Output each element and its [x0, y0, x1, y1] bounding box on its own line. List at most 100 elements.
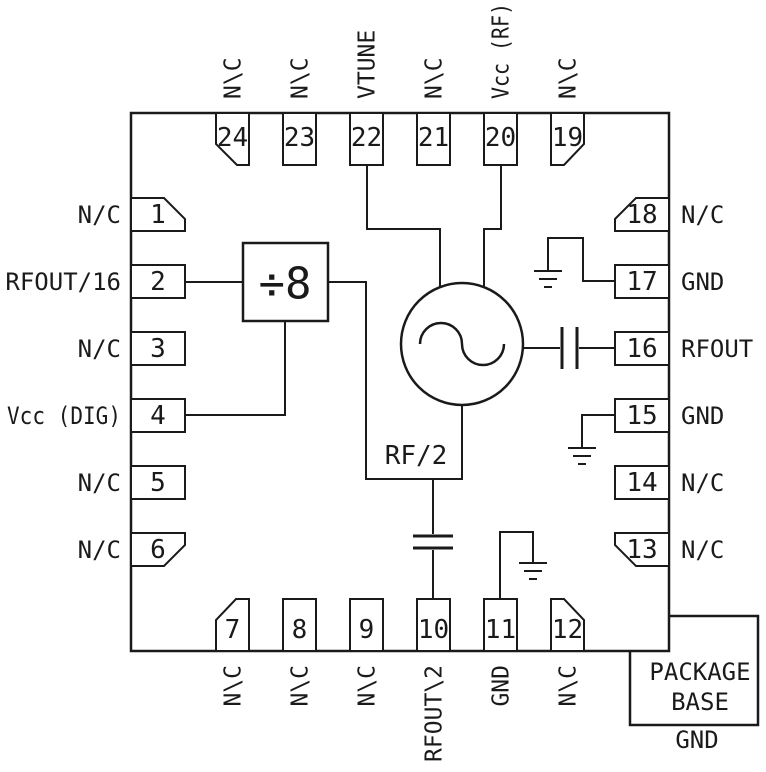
pin-5: 5 N/C	[78, 465, 186, 500]
pin-11: 11 GND	[483, 598, 518, 707]
pin-9: 9 N\C	[349, 598, 384, 707]
pin-pad	[349, 598, 384, 652]
pin-number: 1	[150, 200, 166, 230]
pin-2: 2 RFOUT/16	[5, 264, 186, 299]
wire-pin4-divider	[185, 321, 286, 416]
pin-number: 5	[150, 468, 166, 498]
pin-pad	[614, 398, 670, 433]
wire-pin17-ground	[547, 237, 615, 282]
pin-pad	[130, 398, 186, 433]
pin-number: 17	[626, 267, 657, 297]
pin-pad	[614, 264, 670, 299]
pin-label: N\C	[288, 665, 314, 707]
pin-24: 24 N\C	[215, 57, 250, 166]
package-outline	[129, 111, 671, 653]
pin-label: VTUNE	[355, 30, 381, 99]
pin-number: 12	[552, 615, 583, 645]
wires	[185, 165, 615, 599]
pin-label: N/C	[681, 536, 724, 564]
pin-label: RFOUT	[681, 335, 753, 363]
package-base-labels: PACKAGE BASE GND	[649, 658, 750, 754]
pin-number: 14	[626, 468, 657, 498]
pin-pad	[130, 532, 186, 567]
pin-12: 12 N\C	[550, 598, 585, 707]
wire-pin20-vco	[483, 165, 502, 286]
pin-7: 7 N\C	[215, 598, 250, 707]
pin-number: 9	[359, 615, 375, 645]
pin-pad	[614, 331, 670, 366]
pin-16: 16 RFOUT	[614, 331, 753, 366]
pin-23: 23 N\C	[282, 57, 317, 166]
pin-18: 18 N/C	[614, 197, 724, 232]
package-base-line2: BASE	[671, 688, 729, 716]
pin-label: N/C	[78, 536, 121, 564]
pin-number: 8	[292, 615, 308, 645]
pin-17: 17 GND	[614, 264, 724, 299]
pin-label: Vcc (RF)	[489, 3, 515, 99]
pin-15: 15 GND	[614, 398, 724, 433]
divide-by-8-block: ÷8	[241, 241, 330, 323]
pin-pad	[130, 465, 186, 500]
pin-number: 4	[150, 401, 166, 431]
pin-number: 19	[552, 123, 583, 153]
pin-number: 16	[626, 334, 657, 364]
pin-pad	[614, 197, 670, 232]
ground-symbol-pin11	[519, 562, 547, 580]
wire-pin15-ground	[581, 414, 615, 448]
pin-pad	[282, 112, 317, 166]
pin-pad	[215, 112, 250, 166]
pin-3: 3 N/C	[78, 331, 186, 366]
pin-label: N\C	[556, 57, 582, 99]
pin-pad	[483, 112, 518, 166]
pin-label: N\C	[288, 57, 314, 99]
pin-label: GND	[489, 665, 515, 707]
pin-14: 14 N/C	[614, 465, 724, 500]
pin-13: 13 N/C	[614, 532, 724, 567]
pin-label: RFOUT/16	[5, 268, 121, 296]
pin-pad	[130, 264, 186, 299]
pin-number: 22	[351, 123, 382, 153]
pin-10: 10 RFOUT\2	[416, 598, 451, 762]
pin-pad	[282, 598, 317, 652]
pin-number: 15	[626, 401, 657, 431]
pin-pad	[130, 331, 186, 366]
pin-1: 1 N/C	[78, 197, 186, 232]
pin-label: GND	[681, 402, 724, 430]
pin-label: N\C	[556, 665, 582, 707]
pin-label: Vcc (DIG)	[7, 402, 121, 430]
pin-20: 20 Vcc (RF)	[483, 3, 518, 166]
pin-pad	[416, 112, 451, 166]
divider-box	[241, 241, 330, 323]
package-base-line1: PACKAGE	[649, 658, 750, 686]
pin-number: 2	[150, 267, 166, 297]
pin-4: 4 Vcc (DIG)	[7, 398, 186, 433]
pin-label: N\C	[422, 57, 448, 99]
pin-pad	[215, 598, 250, 652]
pin-number: 13	[626, 535, 657, 565]
pin-8: 8 N\C	[282, 598, 317, 707]
pin-pad	[550, 112, 585, 166]
pin-number: 20	[485, 123, 516, 153]
wire-pin11-ground	[499, 531, 534, 599]
pin-number: 24	[217, 123, 248, 153]
ground-symbol-pin15	[568, 447, 596, 465]
pin-label: RFOUT\2	[422, 665, 448, 762]
pin-pad	[550, 598, 585, 652]
pin-pad	[416, 598, 451, 652]
divider-label: ÷8	[259, 259, 312, 310]
pin-number: 18	[626, 200, 657, 230]
pin-pad	[483, 598, 518, 652]
pin-number: 3	[150, 334, 166, 364]
pin-label: N/C	[78, 469, 121, 497]
pin-number: 23	[284, 123, 315, 153]
pin-label: N/C	[78, 335, 121, 363]
pin-22: 22 VTUNE	[349, 30, 384, 166]
pin-pad	[349, 112, 384, 166]
pin-number: 6	[150, 535, 166, 565]
pin-label: N\C	[221, 665, 247, 707]
wire-pin22-vco	[366, 165, 441, 287]
pin-number: 10	[418, 615, 449, 645]
ground-symbol-pin17	[534, 270, 562, 288]
